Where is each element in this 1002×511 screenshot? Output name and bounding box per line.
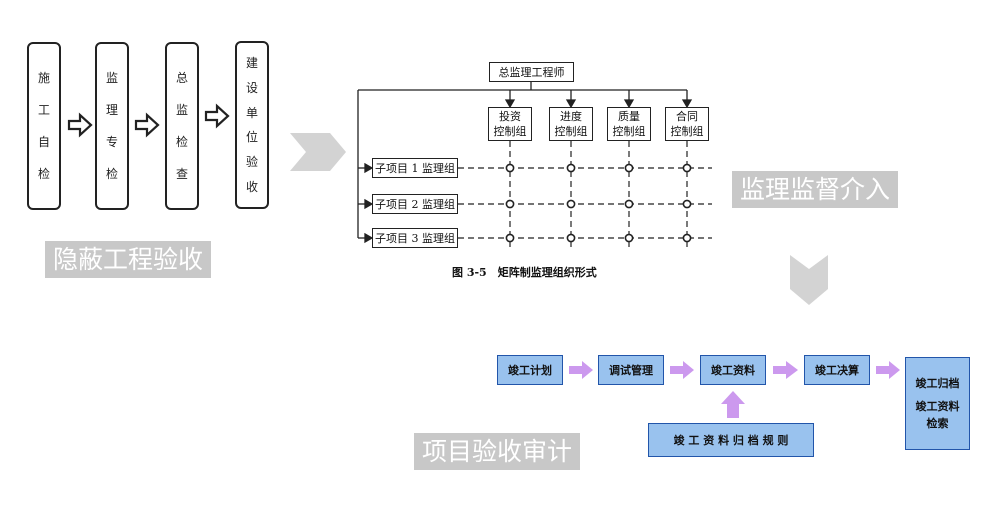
flow-arrow-up-icon bbox=[721, 391, 745, 418]
stage-char: 理 bbox=[105, 103, 118, 117]
hollow-arrow-right-icon bbox=[134, 112, 160, 138]
stage-char: 自 bbox=[37, 135, 50, 149]
flow-step-completion-plan: 竣工计划 bbox=[497, 355, 563, 385]
control-group-title: 进度 bbox=[560, 110, 582, 123]
stage-char: 位 bbox=[245, 130, 258, 145]
control-group-subtitle: 控制组 bbox=[554, 125, 588, 138]
stage-char: 专 bbox=[105, 135, 118, 149]
stage-char: 监 bbox=[175, 103, 188, 117]
chevron-right-icon bbox=[290, 133, 346, 171]
control-group-title: 合同 bbox=[676, 110, 698, 123]
stage-char: 验 bbox=[245, 154, 258, 169]
flow-arrow-right-icon bbox=[569, 361, 593, 379]
hollow-arrow-right-icon bbox=[67, 112, 93, 138]
control-group-contract: 合同 控制组 bbox=[665, 107, 709, 141]
figure-caption: 图 3-5 矩阵制监理组织形式 bbox=[452, 266, 597, 279]
subproject-group-1: 子项目 1 监理组 bbox=[372, 158, 458, 178]
flow-arrow-right-icon bbox=[670, 361, 694, 379]
stage-char: 施 bbox=[37, 71, 50, 85]
flow-arrow-right-icon bbox=[876, 361, 900, 379]
stage-char: 检 bbox=[105, 167, 118, 181]
flow-step-final-accounts: 竣工决算 bbox=[804, 355, 870, 385]
stage-char: 建 bbox=[245, 56, 258, 71]
caption-audit: 项目验收审计 bbox=[414, 433, 581, 470]
flow-step-archive: 竣工归档 竣工资料 检索 bbox=[905, 357, 970, 450]
flow-step-completion-docs: 竣工资料 bbox=[700, 355, 766, 385]
hollow-arrow-right-icon bbox=[204, 103, 230, 129]
stage-box-construction-self-check: 施 工 自 检 bbox=[27, 42, 61, 210]
subproject-group-3: 子项目 3 监理组 bbox=[372, 228, 458, 248]
stage-box-supervisor-inspection: 监 理 专 检 bbox=[95, 42, 129, 210]
archive-search: 检索 bbox=[926, 417, 949, 430]
stage-char: 单 bbox=[245, 105, 258, 120]
stage-box-owner-acceptance: 建 设 单 位 验 收 bbox=[235, 41, 269, 209]
control-group-subtitle: 控制组 bbox=[493, 125, 527, 138]
stage-box-chief-inspection: 总 监 检 查 bbox=[165, 42, 199, 210]
control-group-subtitle: 控制组 bbox=[670, 125, 704, 138]
control-group-title: 投资 bbox=[499, 110, 521, 123]
subproject-group-2: 子项目 2 监理组 bbox=[372, 194, 458, 214]
chevron-down-icon bbox=[790, 255, 828, 305]
caption-hidden-works: 隐蔽工程验收 bbox=[45, 241, 212, 278]
flow-arrow-right-icon bbox=[773, 361, 798, 379]
stage-char: 收 bbox=[245, 179, 258, 194]
caption-supervision: 监理监督介入 bbox=[732, 171, 899, 208]
stage-char: 监 bbox=[105, 71, 118, 85]
control-group-schedule: 进度 控制组 bbox=[549, 107, 593, 141]
stage-char: 查 bbox=[175, 167, 188, 181]
flow-archive-rules: 竣 工 资 料 归 档 规 则 bbox=[648, 423, 814, 457]
control-group-subtitle: 控制组 bbox=[612, 125, 646, 138]
chief-supervisor-box: 总监理工程师 bbox=[489, 62, 574, 82]
control-group-investment: 投资 控制组 bbox=[488, 107, 532, 141]
archive-docs: 竣工资料 bbox=[915, 400, 960, 413]
flow-step-commissioning: 调试管理 bbox=[598, 355, 664, 385]
stage-char: 总 bbox=[175, 71, 188, 85]
stage-char: 设 bbox=[245, 80, 258, 95]
archive-title: 竣工归档 bbox=[915, 377, 960, 390]
control-group-quality: 质量 控制组 bbox=[607, 107, 651, 141]
stage-char: 检 bbox=[37, 167, 50, 181]
stage-char: 工 bbox=[37, 103, 50, 117]
control-group-title: 质量 bbox=[618, 110, 640, 123]
stage-char: 检 bbox=[175, 135, 188, 149]
